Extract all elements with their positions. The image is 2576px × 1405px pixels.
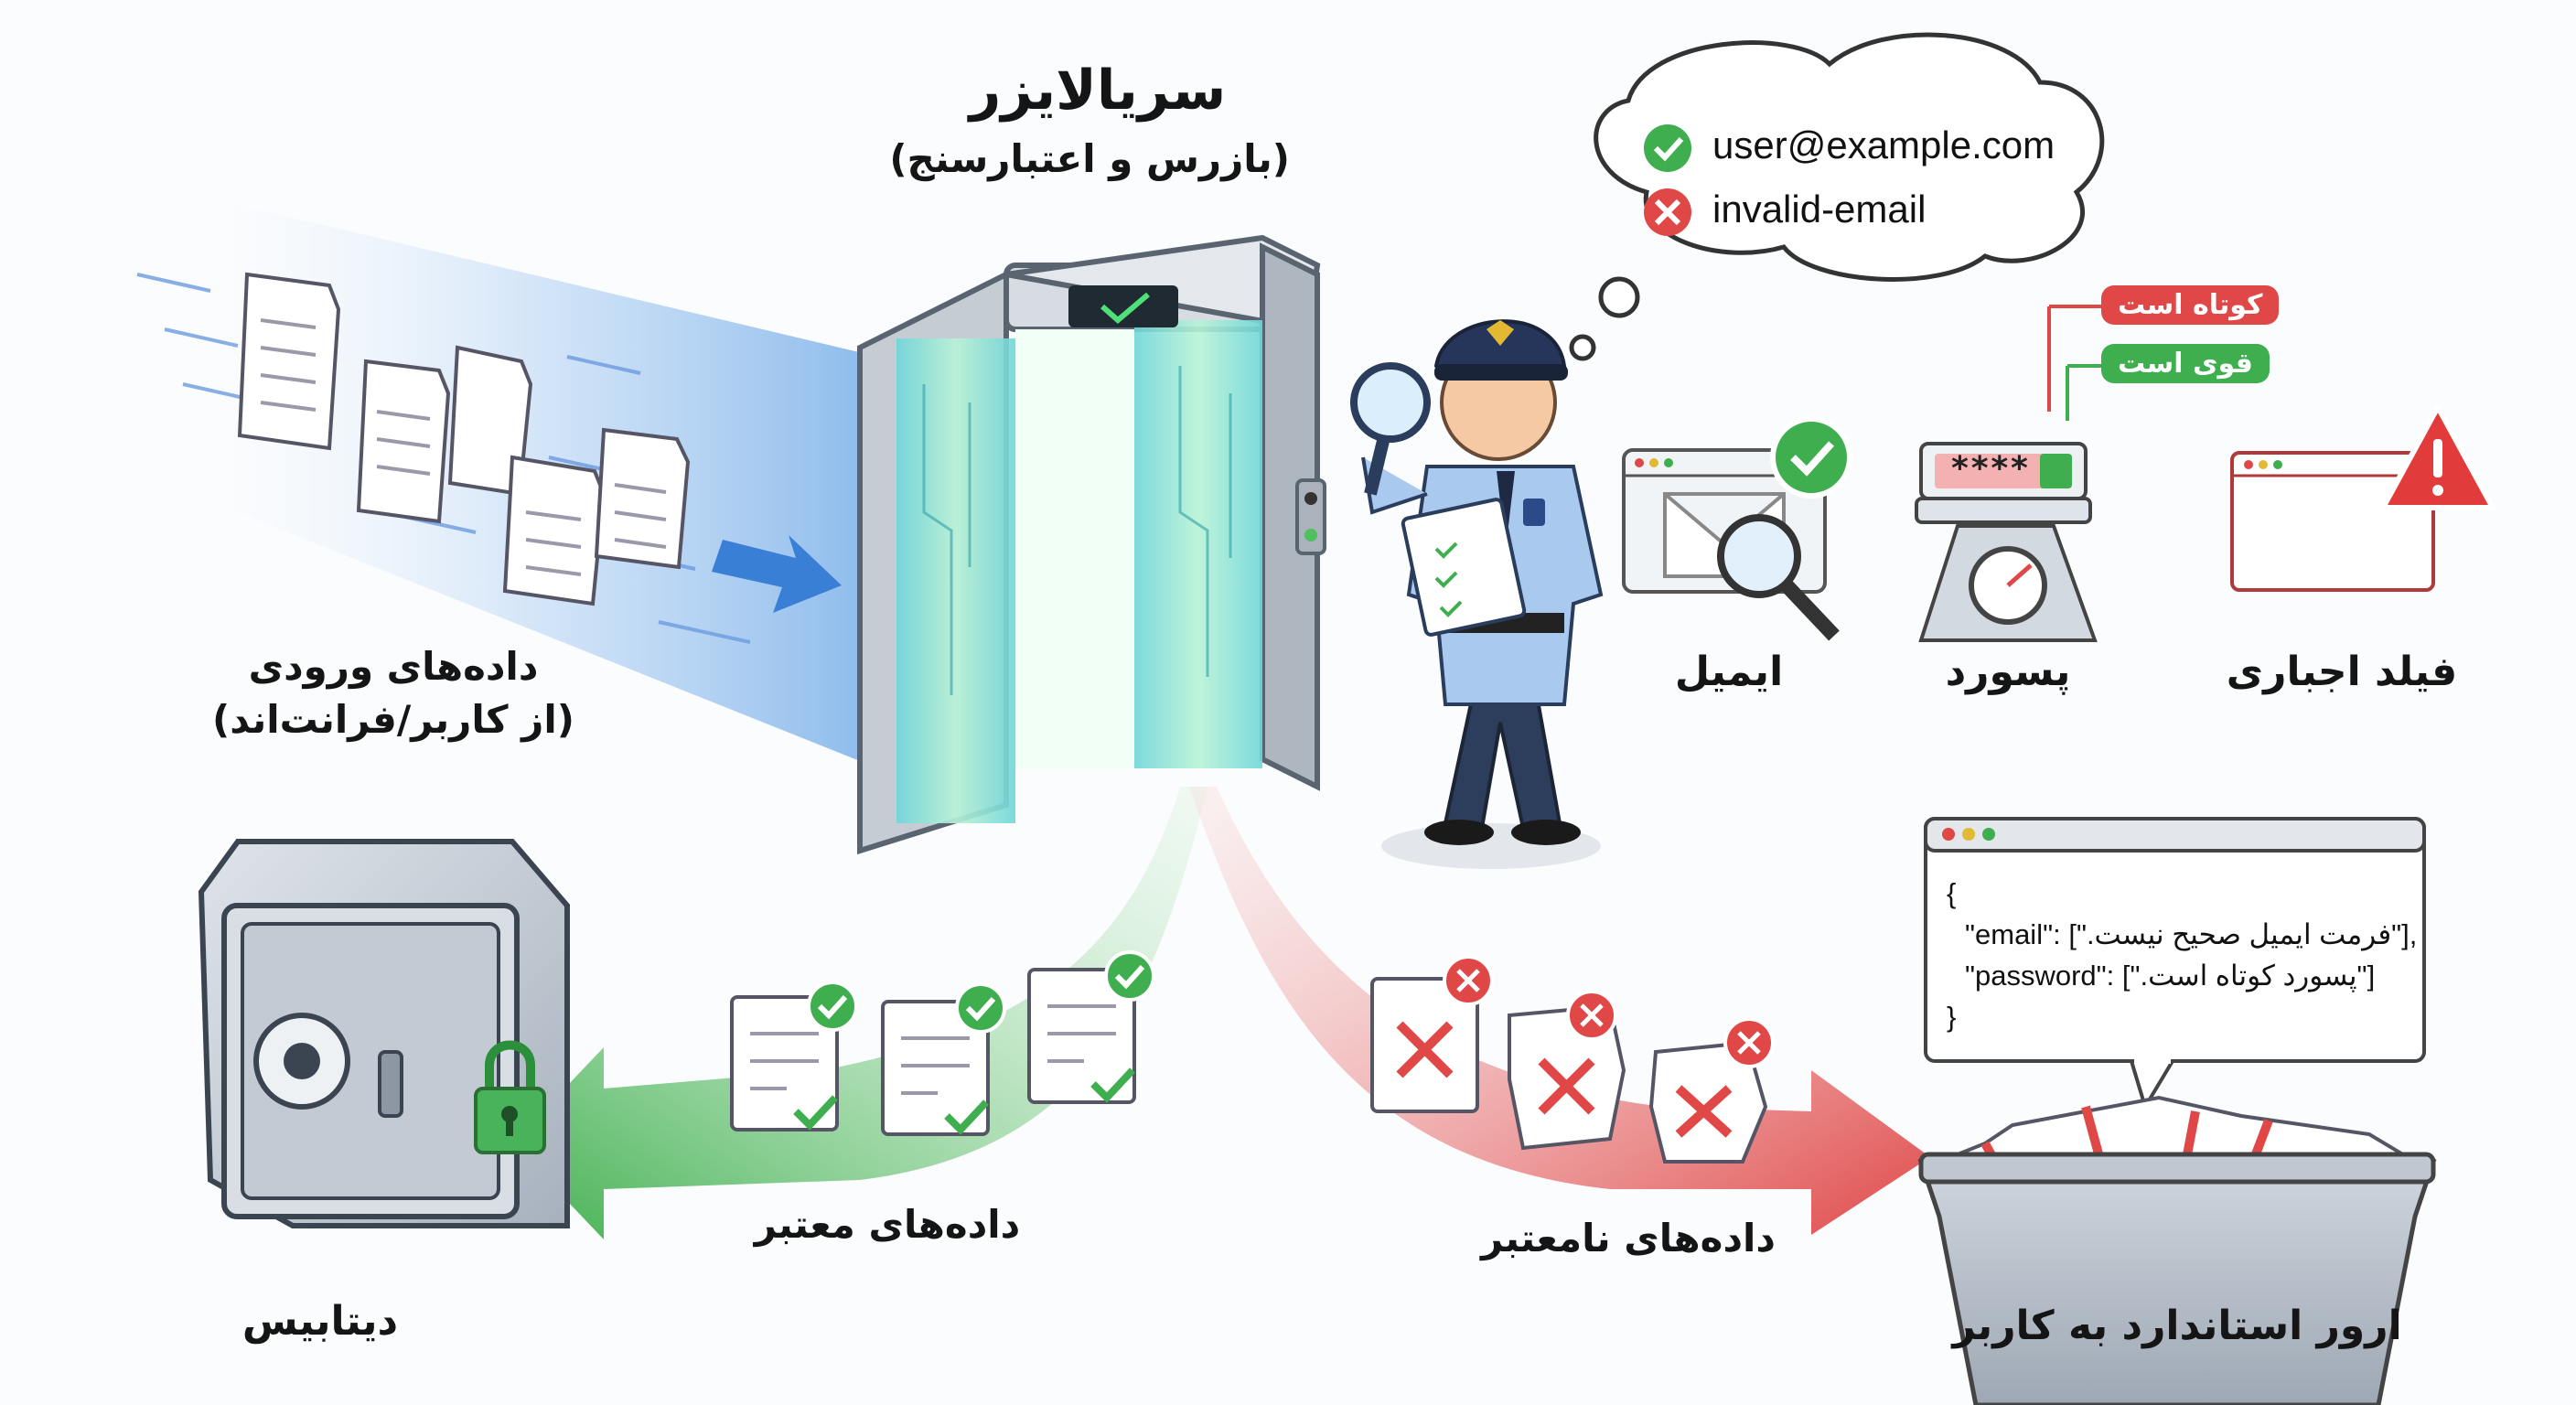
password-mask-text: **** <box>1949 450 2030 488</box>
lock-icon <box>474 1040 546 1154</box>
password-check-label: پسورد <box>1945 649 2071 695</box>
error-bin <box>1917 1095 2437 1405</box>
valid-check-icon <box>1644 124 1691 172</box>
valid-flow-arrow <box>512 787 1208 1239</box>
gate-status-display <box>1068 285 1178 327</box>
inspector-officer <box>1350 319 1604 869</box>
serializer-title: سریالایزر (بازرس و اعتبارسنج) <box>889 59 1290 181</box>
valid-data-label: داده‌های معتبر <box>754 1202 1021 1247</box>
password-tag-short: کوتاه است <box>2101 285 2280 325</box>
serializer-gate <box>857 234 1326 855</box>
json-password-line: "password": ["پسورد کوتاه است."] <box>1965 959 2376 992</box>
valid-email-text: user@example.com <box>1712 123 2055 166</box>
officer-badge-icon <box>1523 499 1545 526</box>
email-magnifier-icon <box>1717 514 1801 598</box>
input-data-label: داده‌های ورودی (از کاربر/فرانت‌اند) <box>192 644 595 743</box>
invalid-data-label: داده‌های نامعتبر <box>1481 1216 1776 1260</box>
input-data-label-main: داده‌های ورودی <box>248 644 539 689</box>
password-strength-bar <box>1935 454 2072 488</box>
email-valid-icon <box>1770 416 1852 499</box>
json-email-line: "email": ["فرمت ایمیل صحیح نیست."], <box>1965 917 2418 950</box>
database-safe <box>198 839 570 1228</box>
email-thought-bubble <box>1569 32 2105 361</box>
serializer-title-sub: (بازرس و اعتبارسنج) <box>889 136 1290 181</box>
required-field-panel <box>2230 404 2496 592</box>
incoming-document-icon <box>237 272 691 606</box>
gate-control-panel <box>1295 478 1326 555</box>
checklist-clipboard-icon <box>1401 498 1527 637</box>
serializer-title-main: سریالایزر <box>969 59 1227 123</box>
flow-arrow-icon <box>712 535 842 613</box>
input-data-stream <box>136 183 878 768</box>
database-label: دیتابیس <box>242 1298 399 1345</box>
json-open-brace: { <box>1947 877 1957 909</box>
required-field-label: فیلد اجباری <box>2226 649 2458 695</box>
invalid-cross-icon <box>1396 955 1775 1138</box>
valid-documents <box>730 968 1136 1136</box>
input-data-label-sub: (از کاربر/فرانت‌اند) <box>212 697 574 743</box>
invalid-email-text: invalid-email <box>1712 188 1927 231</box>
error-response-window <box>1924 817 2426 1111</box>
gate-check-icon <box>1100 292 1150 324</box>
password-check-panel <box>1915 305 2104 642</box>
json-close-brace: } <box>1947 1000 1957 1033</box>
magnifier-icon <box>1350 362 1431 443</box>
error-to-user-label: ارور استاندارد به کاربر <box>1952 1303 2402 1349</box>
email-check-panel <box>1622 416 1852 641</box>
email-check-label: ایمیل <box>1674 649 1784 695</box>
error-json-body: { "email": ["فرمت ایمیل صحیح نیست."], "p… <box>1947 874 2422 1038</box>
password-tag-strong: قوی است <box>2101 344 2270 383</box>
valid-check-icon <box>793 950 1155 1135</box>
